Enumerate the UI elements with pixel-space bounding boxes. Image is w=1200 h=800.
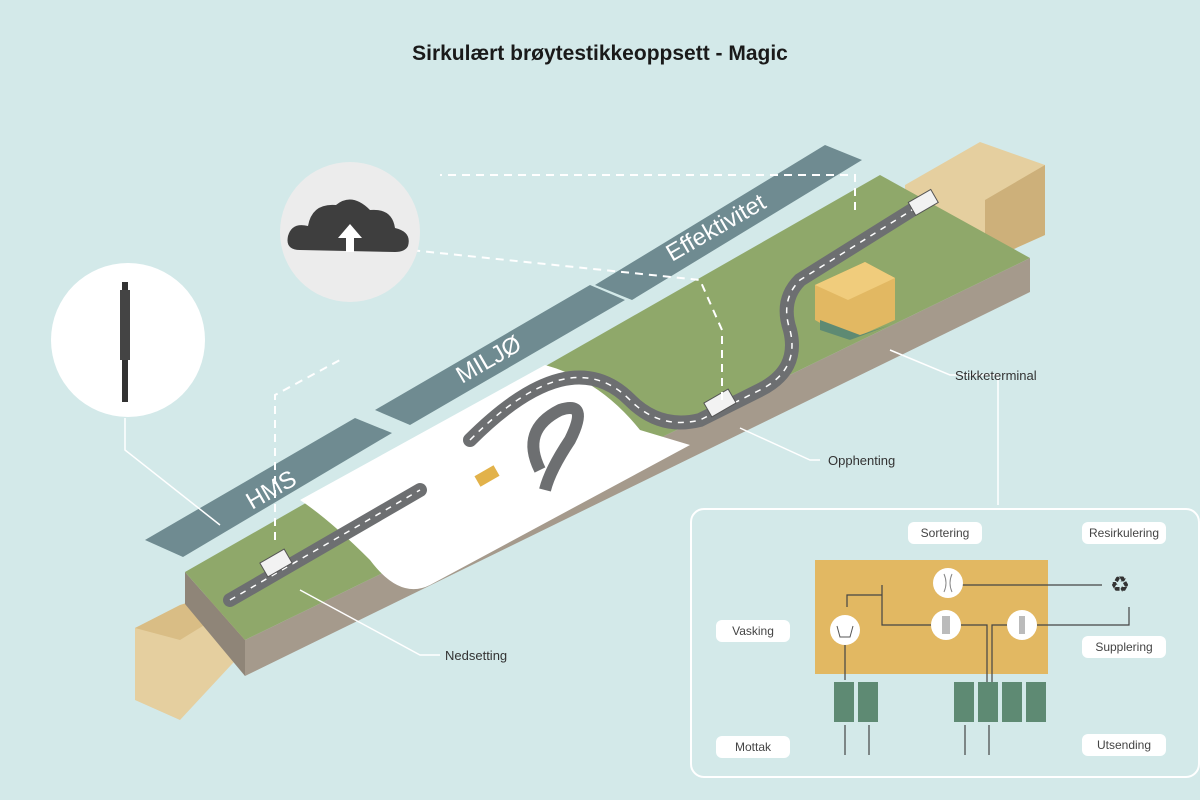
- label-utsending: Utsending: [1082, 734, 1166, 756]
- callout-opphenting: Opphenting: [828, 453, 896, 468]
- sorting-icon: [933, 568, 963, 598]
- snow-pole-icon: [120, 282, 130, 402]
- process-diagram: ♻: [830, 568, 1130, 755]
- callout-lines: [124, 349, 999, 656]
- truck-icon: [703, 388, 737, 418]
- page-title: Sirkulært brøytestikkeoppsett - Magic: [412, 42, 788, 65]
- label-supplering: Supplering: [1082, 636, 1166, 658]
- banner-miljo: [375, 285, 625, 425]
- terminal-process-panel: ♻ Sortering Resirkulering Vasking Supple…: [690, 508, 1200, 778]
- truck-icon: [907, 188, 939, 217]
- terminal-area: [815, 560, 1048, 674]
- wash-icon: [830, 615, 860, 645]
- banner-hms: [145, 418, 392, 557]
- label-resirkulering: Resirkulering: [1082, 522, 1166, 544]
- label-sortering: Sortering: [908, 522, 982, 544]
- truck-icon: [259, 548, 293, 578]
- label-mottak: Mottak: [716, 736, 790, 758]
- bins: [820, 320, 890, 340]
- label-vasking: Vasking: [716, 620, 790, 642]
- cloud-upload-icon: [287, 199, 409, 252]
- recycle-icon: ♻: [1110, 572, 1130, 597]
- banner-miljo-text: MILJØ: [452, 330, 527, 389]
- banner-effektivitet: [595, 145, 862, 300]
- process-flow-lines: [844, 584, 1130, 755]
- callout-nedsetting: Nedsetting: [445, 648, 508, 663]
- plow-truck: [474, 465, 500, 487]
- storage-bins: [834, 682, 1046, 722]
- callout-stikketerminal: Stikketerminal: [955, 368, 1037, 383]
- data-flow-lines: [274, 174, 856, 540]
